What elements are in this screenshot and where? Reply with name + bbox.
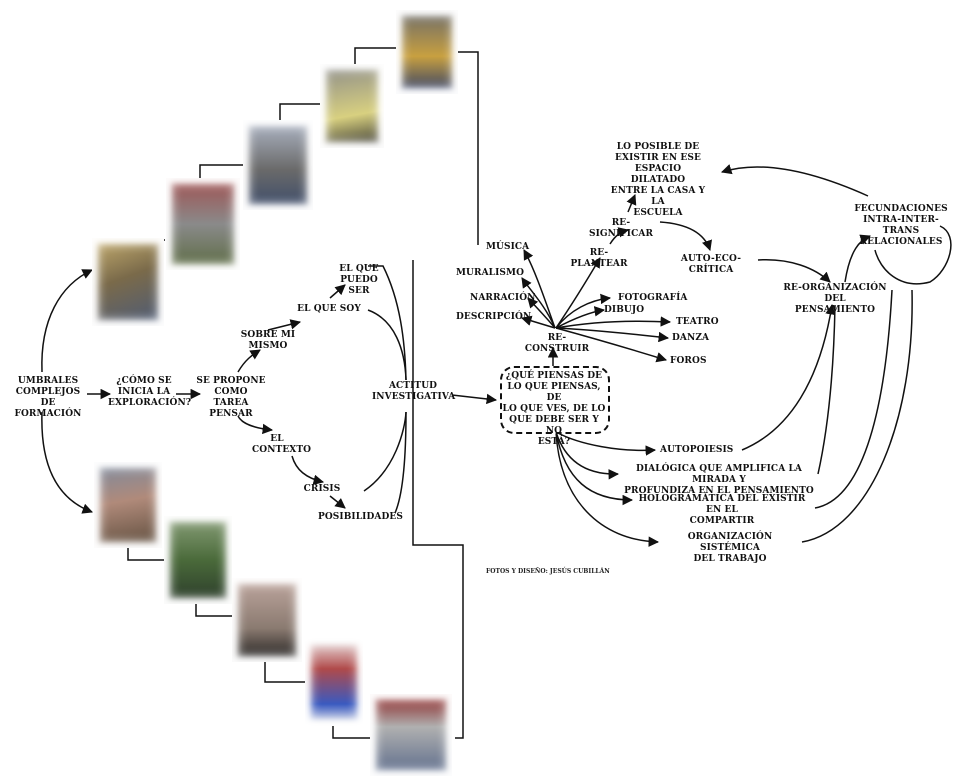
arrow-rc-musica (523, 249, 556, 329)
arrow-actitud-to-question (451, 393, 498, 405)
photo-child-on-curb (320, 64, 384, 148)
line-hologramatica-right (814, 289, 893, 509)
node-se-propone: SE PROPONE COMO TAREA PENSAR (196, 376, 266, 419)
stair-connector-top-3 (279, 103, 322, 120)
photo-children-seated (396, 10, 458, 94)
photo-black-dog (232, 578, 302, 662)
photo-street-cart (166, 178, 240, 270)
arrow-umbrales-to-bottom-photos (41, 411, 93, 514)
node-muralismo: MURALISMO (456, 268, 525, 278)
stair-connector-bottom-2 (195, 604, 233, 617)
node-posibilidades: POSIBILIDADES (318, 512, 403, 522)
stair-connector-bottom-5 (412, 260, 464, 739)
arrow-sobre-to-soy (267, 319, 302, 331)
node-fecundaciones: FECUNDACIONES INTRA-INTER- TRANS RELACIO… (854, 204, 948, 247)
stair-connector-bottom-3 (264, 662, 305, 683)
arrow-auto-to-reorg (757, 259, 831, 283)
arrow-reorg-to-fecundaciones (844, 234, 871, 283)
node-fotografia: FOTOGRAFÍA (618, 293, 688, 303)
line-posib-to-actitud (394, 411, 407, 514)
node-narracion: NARRACIÓN (470, 293, 536, 303)
node-autopoiesis: AUTOPOIESIS (660, 445, 734, 455)
stair-connector-top-4 (354, 47, 396, 64)
arrow-rc-dibujo (555, 306, 606, 329)
node-sobre-mi-mismo: SOBRE MI MISMO (240, 330, 296, 351)
arrow-crisis-to-posib (329, 495, 346, 509)
node-auto-eco-critica: AUTO-ECO-CRÍTICA (680, 254, 742, 275)
node-re-construir: RE-CONSTRUIR (524, 333, 590, 354)
photo-credit: FOTOS Y DISEÑO: JESÚS CUBILLÁN (486, 568, 610, 575)
node-foros: FOROS (670, 356, 707, 366)
photo-market-vendor (92, 238, 164, 326)
node-el-que-soy: EL QUE SOY (297, 304, 361, 314)
stair-connector-bottom-1 (127, 548, 165, 561)
line-dialogica-to-reorg (817, 304, 836, 475)
arrow-resignificar-to-auto (659, 221, 712, 251)
photo-river-landscape (164, 516, 232, 604)
node-como-inicia: ¿CÓMO SE INICIA LA EXPLORACIÓN? (108, 376, 192, 408)
arrow-rc-replantear (555, 257, 601, 329)
node-el-que-puedo-ser: EL QUE PUEDO SER (339, 264, 379, 296)
line-soy-to-actitud (367, 309, 407, 381)
arrow-q-dialogica (555, 431, 620, 480)
arrow-rc-danza (555, 327, 670, 343)
node-re-significar: RE-SIGNIFICAR (588, 218, 654, 239)
arrow-rc-narracion (527, 297, 556, 329)
node-re-plantear: RE-PLANTEAR (570, 248, 628, 269)
arrow-replantear-to-resignificar (609, 227, 630, 245)
line-crisis-to-actitud (363, 411, 407, 492)
line-organizacion-right (801, 289, 913, 543)
node-dibujo: DIBUJO (604, 305, 645, 315)
arrow-q-hologramatica (555, 431, 634, 506)
node-organizacion-sistemica: ORGANIZACIÓN SISTÉMICA DEL TRABAJO (687, 532, 773, 564)
arrow-q-organizacion (555, 431, 660, 547)
stair-connector-bottom-4 (332, 725, 370, 739)
node-danza: DANZA (672, 333, 710, 343)
node-lo-posible: LO POSIBLE DE EXISTIR EN ESE ESPACIO DIL… (610, 142, 706, 218)
node-musica: MÚSICA (486, 242, 530, 252)
arrow-rc-descripcion (520, 315, 556, 329)
photo-folk-dancer (305, 638, 363, 726)
node-pregunta: ¿QUÉ PIENSAS DE LO QUE PIENSAS, DE LO QU… (502, 371, 606, 447)
arrow-q-autopoiesis (555, 431, 657, 456)
arrow-rc-foros (555, 327, 668, 363)
arrow-propone-to-contexto (237, 415, 274, 435)
stair-connector-top-5 (458, 51, 479, 245)
line-autopoiesis-to-reorg (741, 303, 836, 451)
line-fecundaciones-loop (874, 225, 952, 285)
question-box (500, 366, 610, 434)
node-hologramatica: HOLOGRAMÁTICA DEL EXISTIR EN EL COMPARTI… (638, 494, 806, 526)
node-umbrales: UMBRALES COMPLEJOS DE FORMACIÓN (14, 376, 82, 419)
photo-woman-with-child (94, 462, 162, 548)
stair-connector-top-2 (199, 164, 243, 180)
arrow-rc-teatro (555, 316, 672, 329)
arrow-propone-to-sobre (237, 349, 261, 373)
arrow-soy-to-puedo (329, 284, 346, 299)
arrow-resignificar-to-loposible (626, 194, 637, 213)
node-descripcion: DESCRIPCIÓN (456, 312, 532, 322)
photo-school-group (370, 694, 452, 776)
photo-students-outdoors (243, 120, 313, 210)
node-dialogica: DIALÓGICA QUE AMPLIFICA LA MIRADA Y PROF… (624, 464, 814, 496)
node-re-organizacion: RE-ORGANIZACIÓN DEL PENSAMIENTO (783, 283, 887, 315)
arrow-fecundaciones-to-loposible (720, 164, 869, 197)
node-el-contexto: EL CONTEXTO (252, 434, 312, 455)
node-teatro: TEATRO (676, 317, 719, 327)
arrow-umbrales-to-top-photos (41, 269, 93, 373)
node-crisis: CRISIS (303, 484, 341, 494)
arrow-contexto-to-crisis (291, 455, 325, 485)
node-actitud-investigativa: ACTITUD INVESTIGATIVA (372, 381, 456, 402)
